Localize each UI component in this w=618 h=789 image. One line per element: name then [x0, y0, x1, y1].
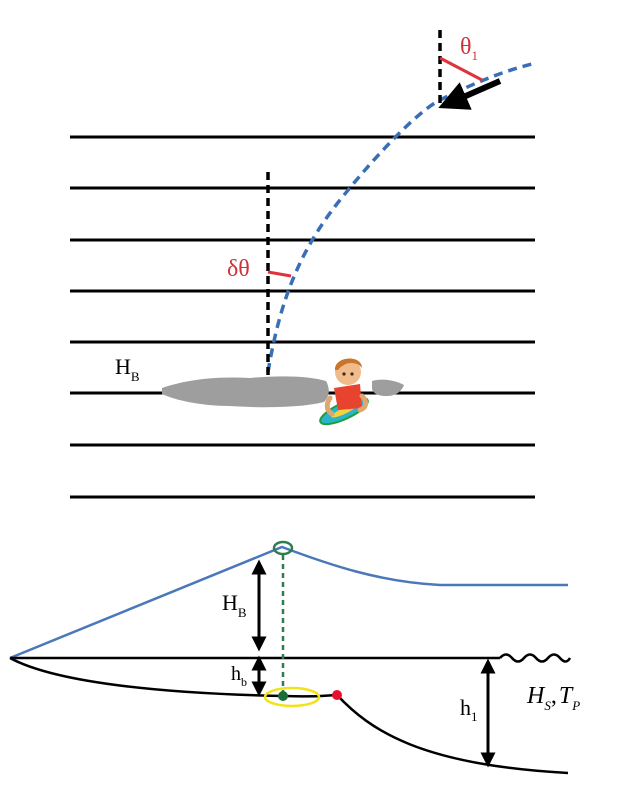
wave-direction-arrow: [438, 78, 502, 110]
wave-height-label: HB: [222, 590, 247, 620]
breaking-depth-label: hb: [231, 663, 247, 689]
refraction-angle-label: δθ: [227, 256, 250, 282]
incident-angle-marker: [439, 56, 483, 82]
offshore-wave-conditions-label: HS,TP: [526, 683, 580, 713]
depth-contours: [70, 135, 535, 499]
breaking-foam: [162, 376, 404, 408]
slope-change-point: [332, 690, 342, 700]
wave-profile: [9, 545, 568, 660]
offshore-depth-label: h1: [460, 695, 478, 724]
seabed-profile: [9, 656, 569, 775]
surfer-icon: [319, 358, 369, 426]
refraction-angle-marker: [267, 270, 292, 278]
breaking-point: [278, 691, 288, 701]
incident-angle-label: θ1: [460, 34, 478, 63]
wave-ray: [266, 62, 533, 373]
incoming-wave-icon: [499, 653, 572, 663]
breaker-height-label: HB: [115, 354, 140, 384]
wave-crest-marker: [272, 540, 294, 556]
breaking-zone-highlight: [263, 686, 321, 708]
